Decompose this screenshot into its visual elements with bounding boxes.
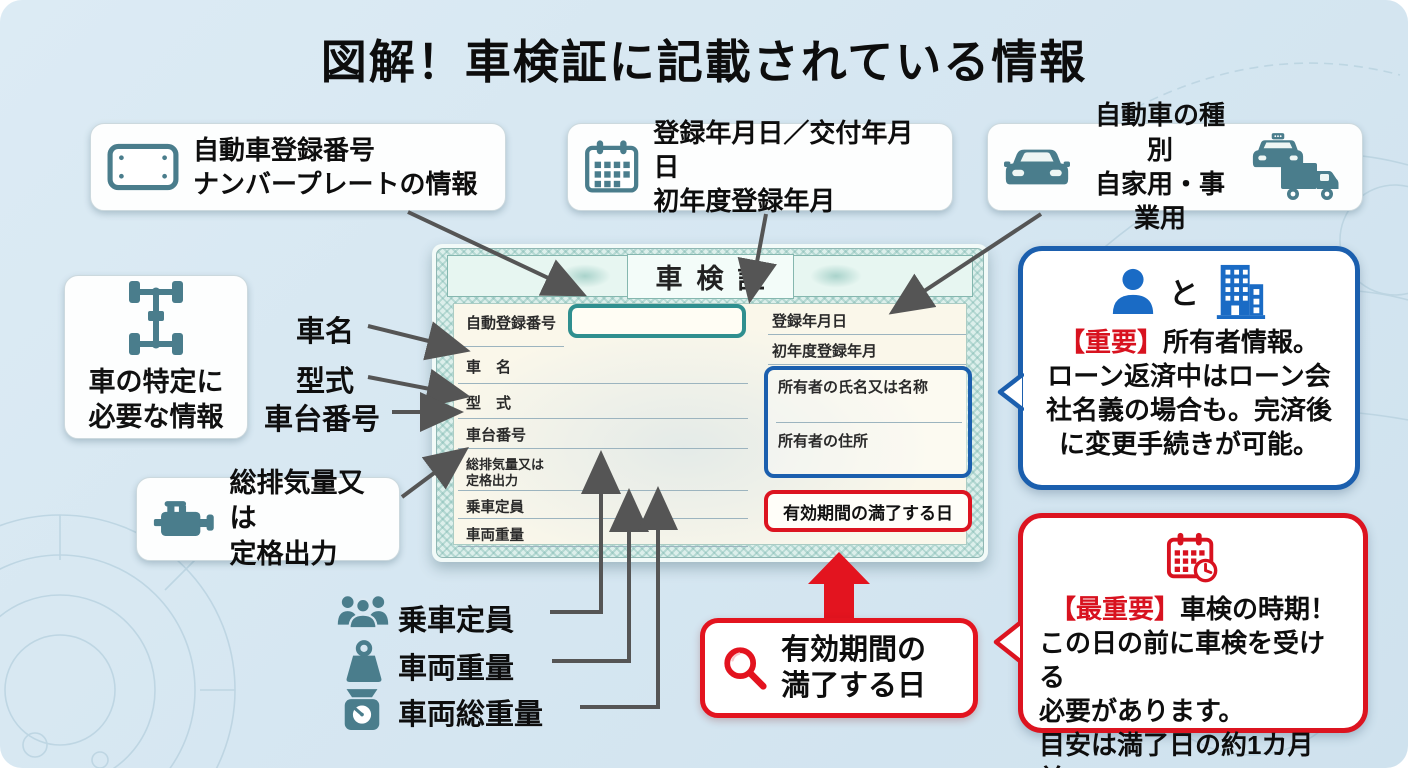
cert-field-chassis-no: 車台番号 <box>466 427 527 444</box>
cert-underline <box>776 422 962 423</box>
page-title: 図解！車検証に記載されている情報 <box>320 36 1088 88</box>
most-important-tag: 【最重要】 <box>1049 594 1180 624</box>
chassis-icon <box>129 280 183 355</box>
plate-info-line1: 自動車登録番号 <box>193 134 376 165</box>
label-vehicle-weight: 車両重量 <box>398 653 515 685</box>
and-text: と <box>1169 278 1199 311</box>
cert-field-capacity: 乗車定員 <box>466 500 524 516</box>
certificate-body: 自動登録番号 車 名 型 式 車台番号 総排気量又は 定格出力 乗車定員 車両重… <box>453 303 972 547</box>
calendar-icon <box>585 140 639 193</box>
vehicle-type-box: 自動車の種別 自家用・事業用 <box>987 100 1363 233</box>
expiry-callout-bubble: 【最重要】車検の時期！ この日の前に車検を受ける 必要があります。 目安は満了日… <box>1018 513 1368 768</box>
vehicle-type-line1: 自動車の種別 <box>1094 100 1225 165</box>
cert-field-model: 型 式 <box>466 395 512 412</box>
cert-underline <box>768 334 966 335</box>
banner-ornament-right <box>809 264 862 288</box>
identify-text: 車の特定に 必要な情報 <box>89 365 224 435</box>
expiry-callout-icons <box>1023 530 1363 586</box>
license-plate-icon <box>107 143 179 191</box>
calendar-clock-icon <box>1166 532 1218 583</box>
blue-bubble-tail <box>997 372 1024 412</box>
identify-info-box: 車の特定に 必要な情報 <box>64 275 248 439</box>
certificate-guilloche-band: 車検証 自動登録番号 車 名 型 式 車台番号 総排気量又は 定格出力 乗車定員… <box>436 248 984 558</box>
building-icon <box>1216 264 1266 319</box>
vehicle-type-line2: 自家用・事業用 <box>1094 169 1225 234</box>
owner-callout-line1: 【重要】所有者情報。 <box>1023 325 1355 359</box>
expiry-callout-text: 【最重要】車検の時期！ この日の前に車検を受ける 必要があります。 目安は満了日… <box>1023 592 1363 768</box>
cert-field-first-reg: 初年度登録年月 <box>772 343 878 360</box>
certificate-title: 車検証 <box>626 253 794 299</box>
cert-field-displacement2: 定格出力 <box>466 473 519 488</box>
owner-callout-line2: ローン返済中はローン会 <box>1047 361 1331 391</box>
plate-info-text: 自動車登録番号 ナンバープレートの情報 <box>193 133 477 202</box>
important-tag: 【重要】 <box>1058 327 1163 357</box>
expiry-callout-line1-rest: 車検の時期！ <box>1180 594 1337 624</box>
expiry-callout-line2: この日の前に車検を受ける <box>1039 628 1326 692</box>
truck-icon <box>1281 163 1339 200</box>
cert-reg-no-value-box <box>568 304 746 338</box>
expiry-highlight-line2: 満了する日 <box>781 670 927 702</box>
expiry-callout-line1: 【最重要】車検の時期！ <box>1039 592 1347 626</box>
red-up-arrow <box>808 552 870 622</box>
label-car-name: 車名 <box>296 316 355 348</box>
identify-line1: 車の特定に <box>88 366 224 397</box>
commercial-icons <box>1250 129 1346 205</box>
expiry-highlight-line1: 有効期間の <box>781 633 927 666</box>
label-model: 型式 <box>296 366 355 398</box>
registration-dates-line2: 初年度登録年月 <box>653 186 836 217</box>
weight-icon <box>346 640 382 682</box>
expiry-callout-line3: 必要があります。 <box>1039 696 1245 726</box>
owner-callout-line3: 社名義の場合も。完済後 <box>1045 395 1332 425</box>
owner-callout-line4: に変更手続きが可能。 <box>1058 429 1319 459</box>
red-bubble-tail <box>993 620 1022 664</box>
registration-dates-box: 登録年月日／交付年月日 初年度登録年月 <box>567 118 953 216</box>
cert-field-reg-date: 登録年月日 <box>772 313 848 330</box>
person-icon <box>1112 268 1154 315</box>
engine-info-box: 総排気量又は 定格出力 <box>136 468 400 569</box>
vehicle-inspection-certificate: 車検証 自動登録番号 車 名 型 式 車台番号 総排気量又は 定格出力 乗車定員… <box>432 244 988 562</box>
cert-underline <box>458 448 748 449</box>
cert-owner-name: 所有者の氏名又は名称 <box>778 379 929 396</box>
expiry-highlight-text: 有効期間の 満了する日 <box>781 632 926 705</box>
engine-line1: 総排気量又は <box>229 467 365 534</box>
engine-text: 総排気量又は 定格出力 <box>230 466 383 573</box>
owner-callout-text: 【重要】所有者情報。 ローン返済中はローン会 社名義の場合も。完済後 に変更手続… <box>1023 325 1355 461</box>
cert-underline <box>458 383 748 384</box>
cert-underline <box>458 418 748 419</box>
cert-owner-box: 所有者の氏名又は名称 所有者の住所 <box>764 366 972 478</box>
certificate-banner: 車検証 <box>447 253 973 299</box>
cert-underline <box>458 490 748 491</box>
cert-owner-address: 所有者の住所 <box>778 433 869 450</box>
registration-dates-line1: 登録年月日／交付年月日 <box>653 117 914 182</box>
expiry-callout-line4: 目安は満了日の約1カ月前。 <box>1039 730 1314 768</box>
cert-underline <box>458 546 748 547</box>
cert-field-car-name: 車 名 <box>466 359 512 376</box>
banner-ornament-left <box>558 264 611 288</box>
owner-callout-bubble: と 【重要】所有者情報。 ローン返済中はローン会 社名義の <box>1018 246 1360 490</box>
cert-underline <box>458 518 748 519</box>
magnifier-icon <box>724 647 767 690</box>
plate-info-box: 自動車登録番号 ナンバープレートの情報 <box>90 123 506 211</box>
plate-info-line2: ナンバープレートの情報 <box>193 169 478 199</box>
cert-field-reg-no: 自動登録番号 <box>466 315 557 332</box>
registration-dates-text: 登録年月日／交付年月日 初年度登録年月 <box>653 116 936 219</box>
vehicle-type-text: 自動車の種別 自家用・事業用 <box>1084 98 1236 235</box>
cert-field-weight: 車両重量 <box>466 528 524 544</box>
label-chassis-number: 車台番号 <box>264 404 381 436</box>
label-gross-weight: 車両総重量 <box>398 699 544 731</box>
engine-line2: 定格出力 <box>229 538 338 569</box>
cert-expiry-box: 有効期間の満了する日 <box>764 490 972 532</box>
expiry-highlight-box: 有効期間の 満了する日 <box>700 618 978 718</box>
owner-callout-icons: と <box>1023 263 1355 319</box>
cert-underline <box>768 364 966 365</box>
passengers-icon <box>337 596 389 630</box>
identify-line2: 必要な情報 <box>88 402 224 432</box>
label-capacity: 乗車定員 <box>398 605 515 637</box>
engine-icon <box>153 501 214 536</box>
car-icon <box>1004 149 1070 185</box>
cert-field-displacement1: 総排気量又は <box>466 457 545 472</box>
cert-underline <box>460 346 564 347</box>
owner-callout-line1-rest: 所有者情報。 <box>1163 327 1320 357</box>
scale-icon <box>344 689 380 730</box>
